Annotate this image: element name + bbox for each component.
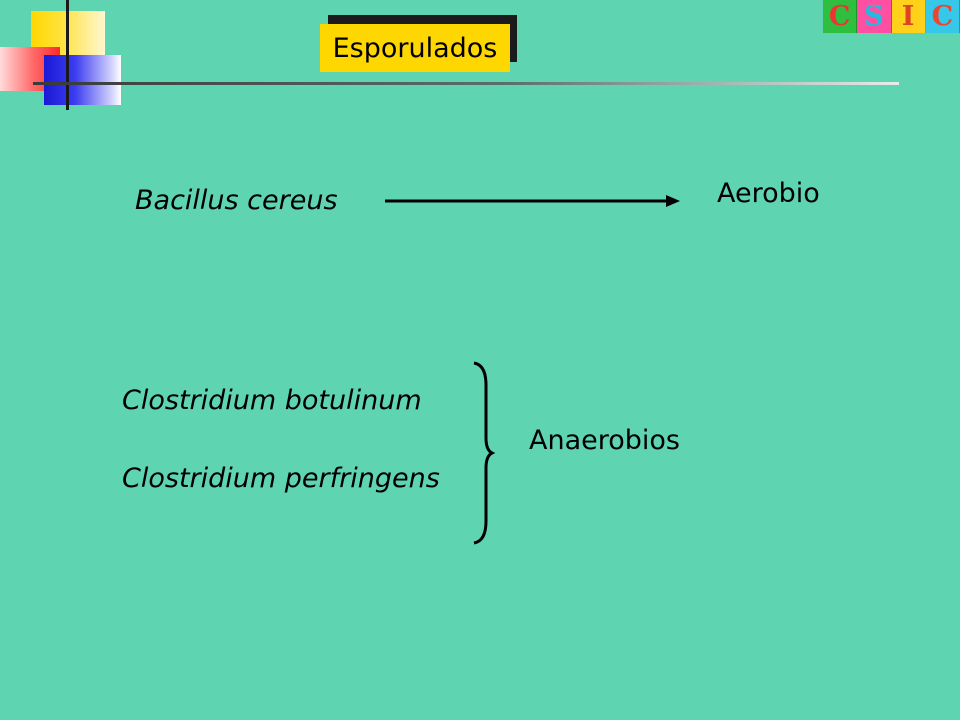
- aerobic-classification: Aerobio: [717, 178, 820, 209]
- slide-title: Esporulados: [320, 24, 510, 72]
- decor-horizontal-line: [33, 82, 899, 85]
- arrow-right-icon: [385, 195, 680, 207]
- logo-letter: I: [891, 0, 926, 33]
- decor-blue-square: [44, 55, 121, 105]
- right-brace-icon: [473, 361, 496, 545]
- csic-logo: C S I C: [823, 0, 960, 33]
- logo-letter: C: [925, 0, 960, 33]
- anaerobic-organism-2: Clostridium perfringens: [122, 463, 440, 494]
- aerobic-organism: Bacillus cereus: [135, 185, 338, 216]
- decor-vertical-line: [66, 0, 69, 110]
- logo-letter: C: [823, 0, 858, 33]
- anaerobic-classification: Anaerobios: [529, 425, 680, 456]
- logo-letter: S: [857, 0, 892, 33]
- anaerobic-organism-1: Clostridium botulinum: [122, 385, 422, 416]
